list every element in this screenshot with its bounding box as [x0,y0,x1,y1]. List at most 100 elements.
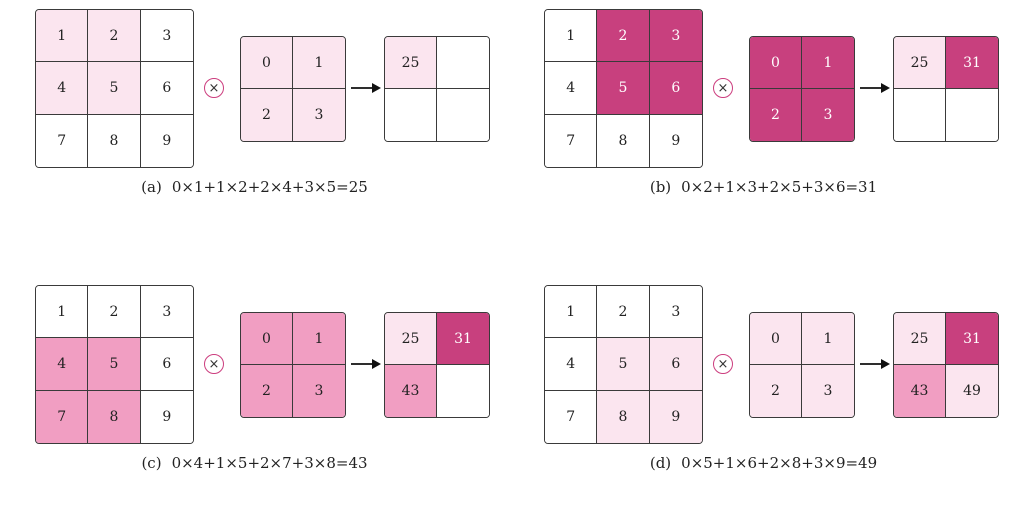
multiply-icon: × [204,78,224,98]
input-cell: 8 [597,114,650,167]
input-cell: 7 [545,114,598,167]
caption-formula: 0×4+1×5+2×7+3×8=43 [171,454,368,472]
kernel-cell: 0 [241,37,293,89]
input-cell: 2 [88,286,141,339]
input-cell: 4 [545,338,598,391]
input-cell: 3 [140,286,193,339]
input-cell: 5 [597,338,650,391]
input-cell: 3 [140,10,193,63]
caption-formula: 0×5+1×6+2×8+3×9=49 [681,454,878,472]
output-cell: 31 [437,313,489,365]
multiply-icon: × [713,78,733,98]
output-cell: 25 [385,313,437,365]
input-cell: 1 [36,10,89,63]
input-cell: 1 [545,10,598,63]
output-cell [946,89,998,141]
kernel-cell: 2 [750,89,802,141]
input-cell: 3 [649,10,702,63]
kernel-cell: 1 [293,37,345,89]
input-cell: 6 [649,62,702,115]
kernel-cell: 3 [802,365,854,417]
input-cell: 7 [36,390,89,443]
kernel-cell: 0 [241,313,293,365]
multiply-symbol: × [717,80,729,96]
input-cell: 6 [649,338,702,391]
input-cell: 5 [88,338,141,391]
input-cell: 6 [140,338,193,391]
caption-formula: 0×1+1×2+2×4+3×5=25 [171,178,368,196]
caption-tag: (a) [141,178,162,196]
caption-tag: (b) [649,178,672,196]
input-cell: 2 [597,286,650,339]
input-cell: 4 [36,62,89,115]
kernel-cell: 3 [802,89,854,141]
input-cell: 7 [36,114,89,167]
output-cell: 49 [946,365,998,417]
input-cell: 4 [36,338,89,391]
input-cell: 3 [649,286,702,339]
arrow-right-icon [860,359,890,369]
input-cell: 9 [140,114,193,167]
output-cell [437,89,489,141]
output-cell: 25 [894,37,946,89]
input-cell: 8 [597,390,650,443]
input-cell: 5 [597,62,650,115]
output-cell [437,365,489,417]
input-cell: 2 [88,10,141,63]
kernel-cell: 3 [293,89,345,141]
multiply-icon: × [713,354,733,374]
output-cell [894,89,946,141]
input-cell: 5 [88,62,141,115]
output-cell: 43 [894,365,946,417]
input-cell: 9 [140,390,193,443]
input-cell: 9 [649,390,702,443]
kernel-cell: 1 [802,37,854,89]
arrow-right-icon [860,83,890,93]
output-cell: 25 [894,313,946,365]
kernel-cell: 3 [293,365,345,417]
caption: (b) 0×2+1×3+2×5+3×6=31 [509,178,1018,196]
output-grid: 25 [384,36,490,142]
input-cell: 1 [545,286,598,339]
kernel-cell: 2 [241,365,293,417]
caption-tag: (d) [649,454,672,472]
output-cell [437,37,489,89]
input-cell: 4 [545,62,598,115]
input-cell: 7 [545,390,598,443]
input-cell: 6 [140,62,193,115]
multiply-symbol: × [208,356,220,372]
input-cell: 9 [649,114,702,167]
output-cell: 31 [946,37,998,89]
arrow-right-icon [351,359,381,369]
caption: (d) 0×5+1×6+2×8+3×9=49 [509,454,1018,472]
input-cell: 1 [36,286,89,339]
caption-formula: 0×2+1×3+2×5+3×6=31 [681,178,878,196]
kernel-cell: 1 [802,313,854,365]
kernel-cell: 0 [750,313,802,365]
multiply-icon: × [204,354,224,374]
caption: (c) 0×4+1×5+2×7+3×8=43 [0,454,509,472]
output-cell: 31 [946,313,998,365]
output-cell: 43 [385,365,437,417]
kernel-cell: 2 [750,365,802,417]
output-cell [385,89,437,141]
input-cell: 8 [88,114,141,167]
multiply-symbol: × [208,80,220,96]
arrow-right-icon [351,83,381,93]
caption-tag: (c) [141,454,162,472]
input-cell: 8 [88,390,141,443]
